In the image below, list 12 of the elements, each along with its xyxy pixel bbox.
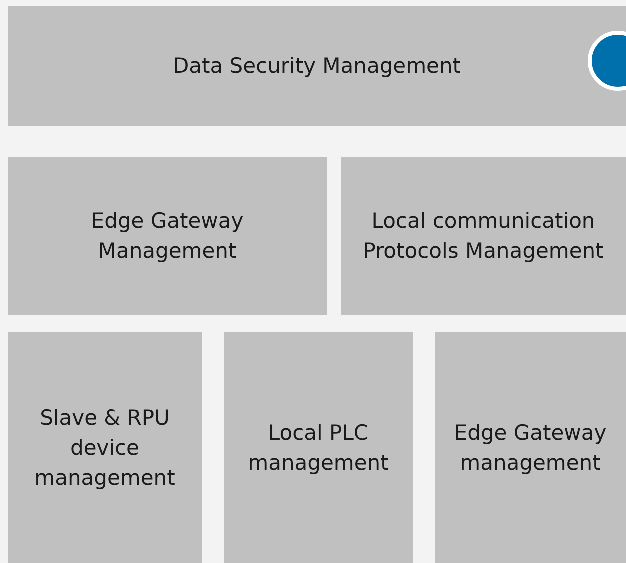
box-label: Local PLC management: [247, 420, 390, 476]
management-box: [8, 157, 327, 315]
box-label: Local communication Protocols Management: [362, 208, 605, 265]
management-box: [341, 157, 626, 315]
box-label: Edge Gateway management: [453, 420, 608, 476]
management-box: [435, 332, 626, 563]
box-label: Data Security Management: [172, 53, 462, 80]
management-box: [224, 332, 413, 563]
management-box: [8, 332, 202, 563]
management-box: [8, 6, 626, 126]
box-label: Edge Gateway Management: [90, 208, 245, 265]
box-label: Slave & RPU device management: [34, 404, 176, 492]
